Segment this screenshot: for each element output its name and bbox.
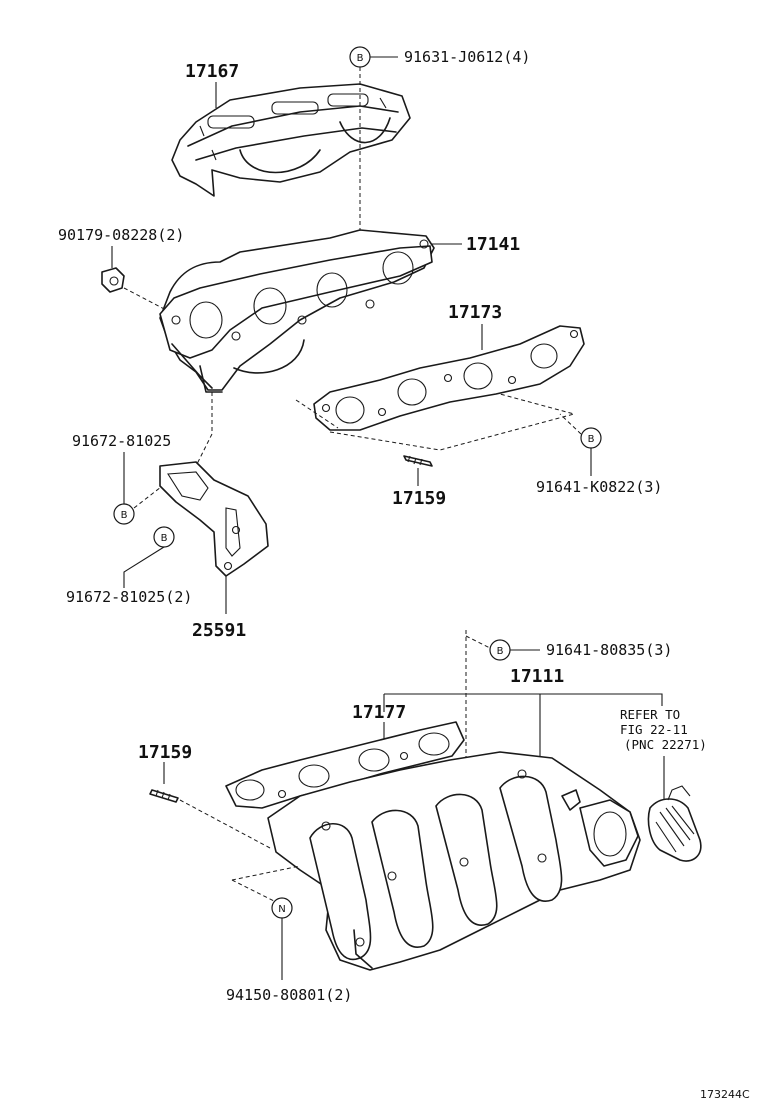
label-17167: 17167 [185,61,239,82]
svg-text:B: B [121,510,128,521]
stud-part-lower [149,789,179,803]
bolt-badge-b-top: B [349,46,371,68]
exhaust-gasket-part [313,325,585,431]
nut-badge-n: N [271,897,293,919]
figure-number: 173244C [700,1088,750,1101]
bolt-badge-b-intake: B [489,639,511,661]
nut-part [101,267,125,293]
refer-note-line1: REFER TO [620,707,680,722]
label-90179: 90179-08228(2) [58,226,184,244]
svg-text:B: B [497,646,504,657]
bolt-badge-b-left: B [113,503,135,525]
bolt-badge-b-lower: B [153,526,175,548]
svg-text:B: B [161,533,168,544]
label-17141: 17141 [466,234,520,255]
stud-part-upper [403,455,433,467]
intake-gasket-part [225,721,465,809]
label-91641-k0822: 91641-K0822(3) [536,478,662,496]
label-25591: 25591 [192,620,246,641]
intake-manifold-part [267,751,641,971]
heat-insulator-part [171,83,411,197]
label-91641-80835: 91641-80835(3) [546,641,672,659]
label-17111: 17111 [510,666,564,687]
label-91631: 91631-J0612(4) [404,48,530,66]
bolt-badge-b-right: B [580,427,602,449]
label-17159-lower: 17159 [138,742,192,763]
label-94150: 94150-80801(2) [226,986,352,1004]
label-91672-top: 91672-81025 [72,432,171,450]
svg-text:N: N [278,904,285,915]
exhaust-manifold-part [159,229,435,393]
label-17177: 17177 [352,702,406,723]
svg-text:B: B [357,53,364,64]
refer-note-line2: FIG 22-11 [620,722,688,737]
throttle-gasket-part [647,785,702,862]
svg-text:B: B [588,434,595,445]
label-91672-bottom: 91672-81025(2) [66,588,192,606]
bracket-part [159,461,269,577]
label-17173: 17173 [448,302,502,323]
label-17159-upper: 17159 [392,488,446,509]
refer-note-line3: (PNC 22271) [624,737,707,752]
